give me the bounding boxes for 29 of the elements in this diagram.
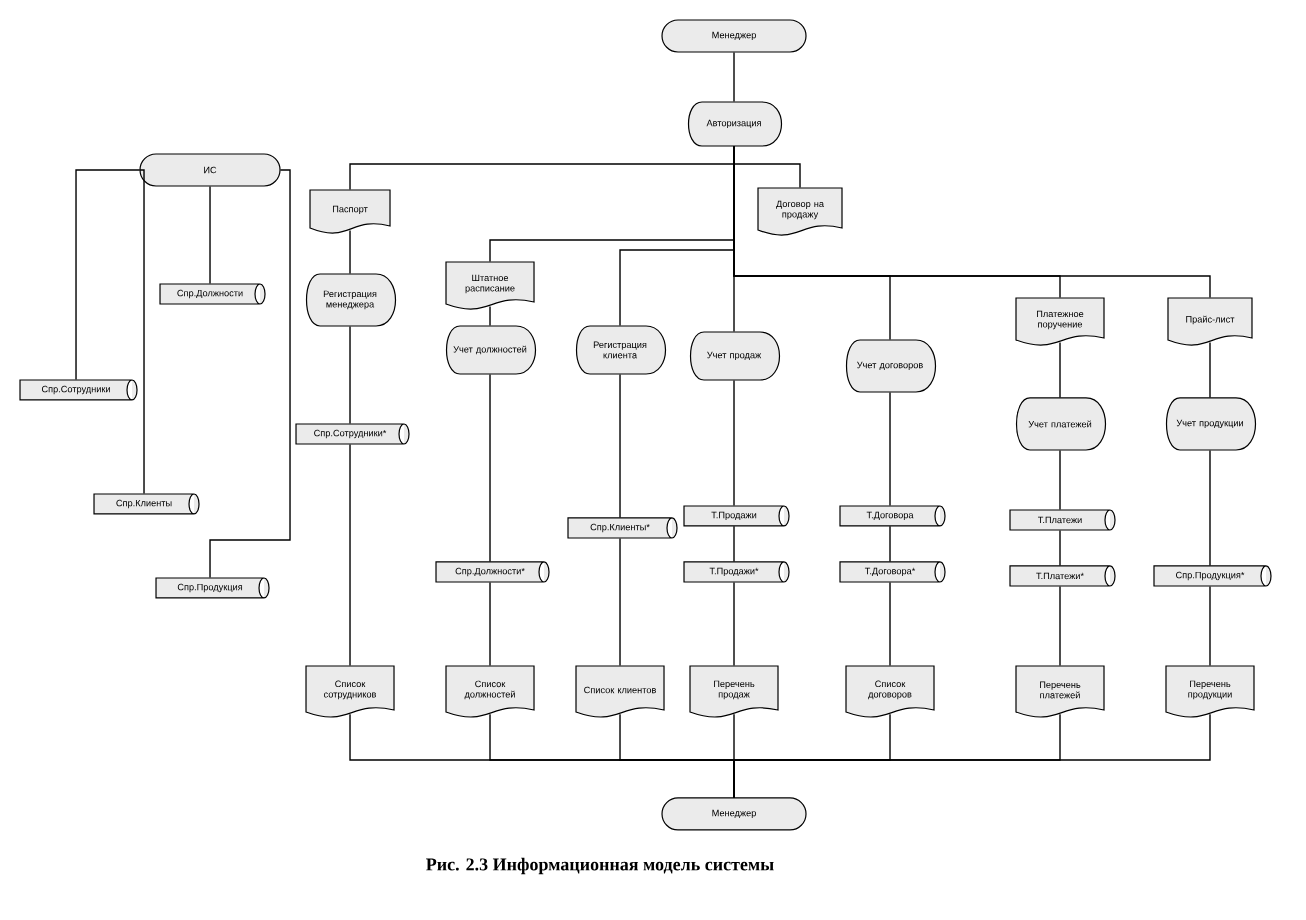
connector-line — [733, 379, 735, 507]
connector-line — [75, 169, 141, 381]
connector-line — [209, 169, 291, 579]
connector-line — [619, 373, 621, 519]
connector-line — [349, 443, 351, 667]
connector-line — [1059, 449, 1061, 511]
connector-line — [489, 373, 491, 563]
connector-line — [733, 713, 1211, 799]
connector-line — [349, 325, 351, 425]
connector-line — [1059, 341, 1061, 399]
figure-caption: Рис. 2.3 Информационная модель системы — [426, 857, 774, 875]
connector-line — [733, 145, 1211, 299]
connector-line — [733, 51, 735, 103]
connector-line — [489, 581, 491, 667]
connector-line — [1059, 585, 1061, 667]
connector-line — [209, 185, 211, 285]
connector-line — [1209, 585, 1211, 667]
connector-line — [889, 525, 891, 563]
connector-line — [889, 391, 891, 507]
connector-line — [733, 525, 735, 563]
connector-line — [489, 305, 491, 327]
connector-line — [733, 581, 735, 667]
connector-line — [1209, 341, 1211, 399]
connector-line — [349, 229, 351, 275]
connector-line — [138, 169, 145, 495]
connector-line — [619, 537, 621, 667]
connector-line — [889, 581, 891, 667]
connector-line — [1059, 529, 1061, 567]
connector-line — [1209, 449, 1211, 567]
